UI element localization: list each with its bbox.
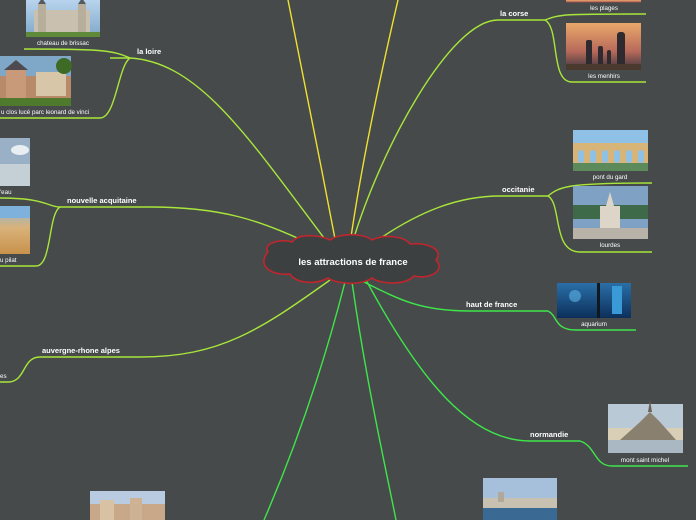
thumbnail-clos-luce[interactable] — [0, 56, 72, 106]
leaf-eau: 'eau — [0, 189, 12, 196]
connector-yellow-2 — [350, 0, 398, 244]
connector-la-loire — [110, 58, 330, 246]
connector-eau — [0, 198, 60, 207]
connector-plages — [545, 14, 646, 20]
thumbnail-lourdes[interactable] — [573, 186, 648, 239]
thumbnail-pont-du-gard[interactable] — [573, 130, 648, 171]
connector-bottom-left — [264, 282, 345, 520]
branch-la-loire[interactable]: la loire — [137, 47, 161, 56]
connector-la-corse — [352, 20, 545, 244]
branch-occitanie[interactable]: occitanie — [502, 185, 535, 194]
connector-haut-de-france — [360, 280, 548, 311]
thumbnail-eau[interactable] — [0, 138, 30, 186]
branch-haut-de-france[interactable]: haut de france — [466, 300, 517, 309]
leaf-clos-luce: u clos lucé parc leonard de vinci — [1, 109, 89, 116]
thumbnail-bottom-left[interactable] — [90, 491, 165, 520]
leaf-auvergne: es — [0, 373, 7, 380]
connector-nouvelle-aquitaine — [60, 207, 308, 243]
thumbnail-pilat[interactable] — [0, 206, 30, 254]
leaf-pilat: u pilat — [0, 257, 17, 264]
connector-yellow-1 — [288, 0, 336, 244]
branch-la-corse[interactable]: la corse — [500, 9, 528, 18]
leaf-aquarium: aquarium — [581, 321, 607, 328]
branch-auvergne[interactable]: auvergne-rhone alpes — [42, 346, 120, 355]
connector-bottom-right — [352, 282, 396, 520]
central-node[interactable]: les attractions de france — [264, 235, 439, 284]
branch-nouvelle-aquitaine[interactable]: nouvelle acquitaine — [67, 196, 137, 205]
thumbnail-bottom-right[interactable] — [483, 478, 557, 520]
thumbnail-mont-saint-michel[interactable] — [608, 400, 683, 453]
leaf-lourdes: lourdes — [600, 242, 620, 249]
leaf-chateau-brissac: chateau de brissac — [37, 40, 89, 47]
leaf-mont-saint-michel: mont saint michel — [621, 457, 669, 464]
central-title: les attractions de france — [298, 257, 407, 268]
leaf-les-menhirs: les menhirs — [588, 73, 620, 80]
thumbnail-chateau-brissac[interactable] — [26, 0, 100, 37]
thumbnail-les-menhirs[interactable] — [566, 23, 641, 70]
branch-normandie[interactable]: normandie — [530, 430, 568, 439]
thumbnail-aquarium[interactable] — [557, 283, 631, 318]
leaf-pont-du-gard: pont du gard — [593, 174, 628, 181]
thumbnail-les-plages[interactable] — [566, 0, 641, 3]
leaf-les-plages: les plages — [590, 5, 618, 12]
